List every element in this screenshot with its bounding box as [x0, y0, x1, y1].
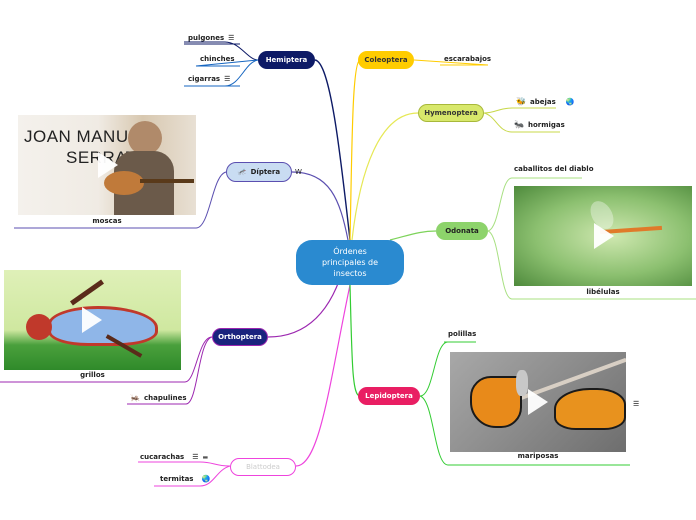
- topic-blattodea-label: Blattodea: [246, 463, 280, 471]
- play-icon[interactable]: [82, 307, 102, 333]
- leaf-escarabajos[interactable]: escarabajos: [444, 55, 491, 63]
- play-icon[interactable]: [98, 152, 118, 178]
- globe-icon[interactable]: 🌏: [565, 97, 575, 106]
- note-icon: ☰: [633, 400, 640, 408]
- topic-orthoptera[interactable]: Orthoptera: [212, 328, 268, 346]
- leaf-chinches[interactable]: chinches: [200, 55, 235, 63]
- topic-coleoptera[interactable]: Coleoptera: [358, 51, 414, 69]
- wikipedia-link-icon[interactable]: W: [295, 168, 302, 176]
- note-icon[interactable]: ☰: [224, 75, 231, 83]
- bee-icon: 🐝: [516, 97, 526, 106]
- chrysalis-shape: [516, 370, 528, 396]
- minus-icon[interactable]: ▬: [202, 453, 209, 461]
- fly-icon: 🦟: [237, 168, 247, 176]
- leaf-cigarras-label: cigarras: [188, 75, 221, 83]
- leaf-chapulines[interactable]: 🦗 chapulines: [130, 393, 187, 402]
- play-icon[interactable]: [528, 389, 548, 415]
- video-mariposas[interactable]: [450, 352, 626, 452]
- topic-hemiptera-label: Hemiptera: [265, 56, 308, 64]
- butterfly-left-wing: [470, 376, 522, 428]
- leaf-abejas[interactable]: 🐝 abejas 🌏: [516, 97, 574, 106]
- topic-hymenoptera[interactable]: Hymenoptera: [418, 104, 484, 122]
- video-grillos[interactable]: [4, 270, 181, 370]
- cricket-head: [26, 314, 52, 340]
- leaf-cucarachas-label: cucarachas: [140, 453, 185, 461]
- topic-lepidoptera-label: Lepidoptera: [365, 392, 413, 400]
- central-topic[interactable]: Órdenes principales de insectos: [296, 240, 404, 285]
- leaf-pulgones-label: pulgones: [188, 34, 225, 42]
- central-topic-label: Órdenes principales de insectos: [321, 247, 379, 278]
- caption-moscas: moscas: [92, 217, 122, 225]
- leaf-polillas[interactable]: polillas: [448, 330, 476, 338]
- ant-icon: 🐜: [514, 120, 524, 129]
- topic-odonata-label: Odonata: [445, 227, 479, 235]
- topic-diptera[interactable]: 🦟 Díptera: [226, 162, 292, 182]
- play-icon[interactable]: [594, 223, 614, 249]
- note-icon[interactable]: ☰: [228, 34, 235, 42]
- topic-diptera-label: Díptera: [250, 168, 281, 176]
- leaf-cucarachas[interactable]: cucarachas ☰ ▬: [140, 453, 208, 461]
- note-icon[interactable]: ☰: [192, 453, 199, 461]
- leaf-chapulines-label: chapulines: [143, 393, 187, 402]
- cricket-leg: [70, 279, 104, 306]
- wikipedia-marker: W: [295, 168, 302, 176]
- leaf-termitas[interactable]: termitas 🌏: [160, 475, 210, 483]
- caption-libelulas: libélulas: [586, 288, 620, 296]
- topic-hymenoptera-label: Hymenoptera: [424, 109, 478, 117]
- video-title-line-1: JOAN MANUEL: [24, 127, 151, 146]
- globe-icon[interactable]: 🌏: [201, 475, 211, 483]
- leaf-chinches-label: chinches: [200, 55, 235, 63]
- guitarist-figure: [128, 121, 162, 155]
- leaf-termitas-label: termitas: [160, 475, 194, 483]
- topic-odonata[interactable]: Odonata: [436, 222, 488, 240]
- leaf-caballitos-del-diablo[interactable]: caballitos del diablo: [514, 165, 594, 173]
- guitar-neck: [140, 179, 194, 183]
- leaf-cigarras[interactable]: cigarras ☰: [188, 75, 230, 83]
- video-moscas[interactable]: JOAN MANUEL SERRAT: [18, 115, 196, 215]
- butterfly-right-wing: [554, 388, 626, 430]
- topic-lepidoptera[interactable]: Lepidoptera: [358, 387, 420, 405]
- topic-coleoptera-label: Coleoptera: [364, 56, 408, 64]
- topic-orthoptera-label: Orthoptera: [218, 333, 262, 341]
- leaf-polillas-label: polillas: [448, 330, 477, 338]
- caption-grillos: grillos: [80, 371, 105, 379]
- note-icon-mariposas[interactable]: ☰: [633, 400, 639, 408]
- leaf-abejas-label: abejas: [529, 97, 556, 106]
- leaf-caballitos-label: caballitos del diablo: [514, 165, 594, 173]
- topic-hemiptera[interactable]: Hemiptera: [258, 51, 315, 69]
- video-libelulas[interactable]: [514, 186, 692, 286]
- leaf-hormigas-label: hormigas: [527, 120, 565, 129]
- grasshopper-icon: 🦗: [130, 393, 140, 402]
- topic-blattodea[interactable]: Blattodea: [230, 458, 296, 476]
- leaf-escarabajos-label: escarabajos: [444, 55, 492, 63]
- leaf-hormigas[interactable]: 🐜 hormigas: [514, 120, 565, 129]
- caption-mariposas: mariposas: [517, 452, 559, 460]
- cricket-body: [48, 306, 158, 346]
- leaf-pulgones[interactable]: pulgones ☰: [188, 34, 234, 42]
